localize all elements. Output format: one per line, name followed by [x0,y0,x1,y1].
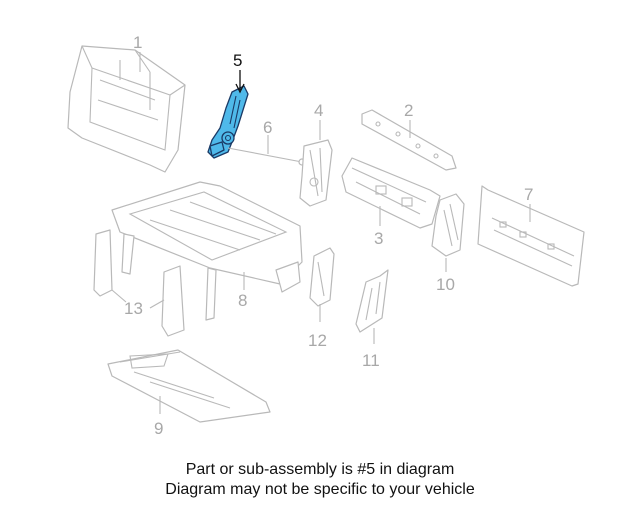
part-3-lower-panel [341,157,441,229]
part-4-side-bracket [299,139,333,207]
banner-line-2: Diagram may not be specific to your vehi… [165,481,475,498]
part-12-slim-bracket [309,247,335,307]
callout-7: 7 [524,185,533,204]
part-9-floor-tray [107,349,271,423]
part-11-trim-piece [355,269,389,333]
part-6-rod [227,147,306,166]
callout-5: 5 [233,51,242,70]
part-13-side-covers [93,229,185,337]
leader-13a [111,289,127,303]
callout-2: 2 [404,101,413,120]
callout-1: 1 [133,33,142,52]
part-2-upper-rail [361,109,457,171]
part-10-corner-trim [431,193,465,257]
callout-9: 9 [154,419,163,438]
callout-11: 11 [362,351,380,370]
part-8-seat-base-frame [111,181,303,321]
callout-6: 6 [263,118,272,137]
callout-8: 8 [238,291,247,310]
callout-13: 13 [124,299,143,318]
callout-4: 4 [314,101,323,120]
callout-3: 3 [374,229,383,248]
leader-13b [149,299,165,309]
part-7-back-panel [477,185,585,287]
parts-diagram: 1 5 6 4 2 3 [67,33,585,438]
leader-5-arrow [235,83,245,94]
callout-10: 10 [436,275,455,294]
callout-12: 12 [308,331,327,350]
banner-line-1: Part or sub-assembly is #5 in diagram [185,461,455,478]
info-banner: Part or sub-assembly is #5 in diagram Di… [16,457,624,503]
part-5-highlighted-bracket [207,85,249,159]
part-1-seat-back-frame [67,45,186,173]
